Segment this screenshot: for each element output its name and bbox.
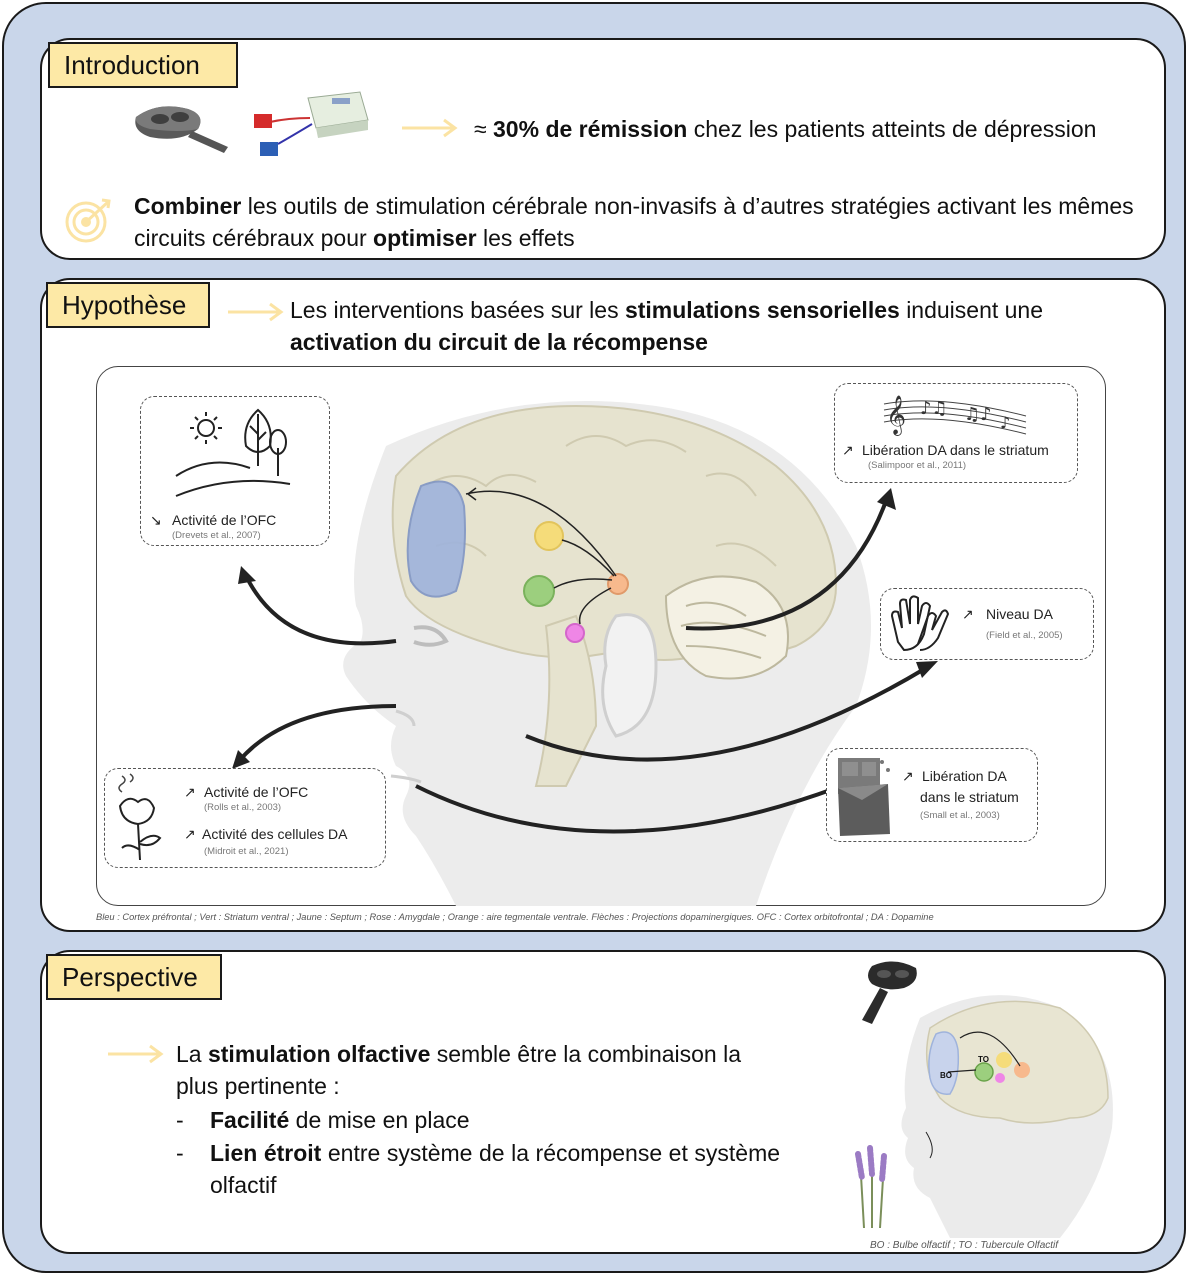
chocolate-icon bbox=[838, 758, 890, 836]
perspective-bullet-1: -Facilité de mise en place bbox=[176, 1107, 470, 1133]
to-label: TO bbox=[978, 1055, 989, 1064]
touch-arrow-up-icon: ↗ bbox=[962, 606, 974, 622]
perspective-text: La stimulation olfactive semble être la … bbox=[176, 1038, 780, 1102]
goal-text-2: les effets bbox=[482, 225, 575, 251]
remission-rest: chez les patients atteints de dépression bbox=[693, 116, 1097, 142]
hypothesis-tag-label: Hypothèse bbox=[62, 289, 187, 320]
music-arrow-up-icon: ↗ bbox=[842, 442, 854, 458]
taste-label-1: Libération DA bbox=[922, 768, 1007, 784]
perspective-intro-1: La bbox=[176, 1041, 202, 1067]
remission-text: ≈ 30% de rémission chez les patients att… bbox=[474, 113, 1096, 145]
arrow-icon bbox=[228, 302, 284, 322]
music-notes-icon: 𝄞 ♪♫ ♫♪ ♪ bbox=[883, 395, 1027, 436]
perspective-bullet-2: - Lien étroit entre système de la récomp… bbox=[176, 1140, 781, 1198]
taste-label-2: dans le striatum bbox=[920, 789, 1019, 805]
vision-ref: (Drevets et al., 2007) bbox=[172, 530, 261, 541]
introduction-tag-label: Introduction bbox=[64, 49, 200, 80]
target-icon bbox=[65, 198, 111, 243]
music-label: Libération DA dans le striatum bbox=[862, 442, 1049, 458]
svg-text:♪♫: ♪♫ bbox=[920, 398, 948, 419]
taste-ref: (Small et al., 2003) bbox=[920, 810, 1000, 821]
music-ref: (Salimpoor et al., 2011) bbox=[868, 460, 967, 471]
goal-text: Combiner les outils de stimulation céréb… bbox=[134, 190, 1154, 254]
goal-text-1: les outils de stimulation cérébrale non-… bbox=[134, 193, 1134, 251]
perspective-tag: Perspective bbox=[46, 954, 222, 1000]
perspective-tag-label: Perspective bbox=[62, 961, 198, 992]
touch-label: Niveau DA bbox=[986, 606, 1053, 622]
flower-icon bbox=[118, 773, 162, 861]
arrow-icon bbox=[108, 1044, 164, 1064]
perspective-bold-1: stimulation olfactive bbox=[207, 1041, 431, 1067]
bullet-2-bold: Lien étroit bbox=[210, 1140, 322, 1166]
smell-ref-1: (Rolls et al., 2003) bbox=[204, 802, 282, 813]
bullet-1-rest: de mise en place bbox=[295, 1107, 470, 1133]
hypothesis-text-2: induisent une bbox=[906, 297, 1044, 323]
perspective-caption: BO : Bulbe olfactif ; TO : Tubercule Olf… bbox=[870, 1240, 1059, 1251]
approx-symbol: ≈ bbox=[474, 116, 487, 142]
hypothesis-bold-2: activation du circuit de la récompense bbox=[290, 329, 708, 355]
touch-box bbox=[880, 588, 1094, 660]
arrow-icon bbox=[402, 118, 458, 138]
hypothesis-text: Les interventions basées sur les stimula… bbox=[290, 294, 1130, 358]
vision-arrow-down-icon: ↘ bbox=[150, 512, 162, 528]
smell-label-2: Activité des cellules DA bbox=[202, 826, 348, 842]
smell-ref-2: (Midroit et al., 2021) bbox=[204, 846, 289, 857]
remission-bold: 30% de rémission bbox=[493, 116, 688, 142]
landscape-icon bbox=[175, 408, 291, 497]
hypothesis-text-1: Les interventions basées sur les bbox=[290, 297, 619, 323]
touch-ref: (Field et al., 2005) bbox=[986, 630, 1063, 641]
bo-label: BO bbox=[940, 1071, 952, 1080]
taste-arrow-up-icon: ↗ bbox=[902, 768, 914, 784]
introduction-tag: Introduction bbox=[48, 42, 238, 88]
tdcs-device-icon bbox=[254, 91, 369, 156]
tms-coil-icon bbox=[135, 106, 228, 153]
goal-bold-optimize: optimiser bbox=[373, 225, 477, 251]
smell-arrow-up-icon-1: ↗ bbox=[184, 784, 196, 800]
smell-label-1: Activité de l’OFC bbox=[204, 784, 309, 800]
bullet-1-bold: Facilité bbox=[210, 1107, 290, 1133]
svg-text:♪: ♪ bbox=[1000, 413, 1010, 432]
svg-text:♫♪: ♫♪ bbox=[964, 404, 992, 425]
hypothesis-caption: Bleu : Cortex préfrontal ; Vert : Striat… bbox=[96, 912, 934, 922]
olfactory-brain-illustration: BO TO bbox=[855, 961, 1113, 1238]
svg-text:𝄞: 𝄞 bbox=[886, 395, 906, 436]
hypothesis-bold-1: stimulations sensorielles bbox=[624, 297, 900, 323]
hands-icon bbox=[890, 595, 950, 652]
hypothesis-tag: Hypothèse bbox=[46, 282, 210, 328]
brain-illustration bbox=[232, 401, 938, 906]
vision-label: Activité de l’OFC bbox=[172, 512, 277, 528]
smell-arrow-up-icon-2: ↗ bbox=[184, 826, 196, 842]
perspective-intro-2: semble être la combinaison la plus perti… bbox=[176, 1041, 742, 1099]
vision-box bbox=[140, 396, 330, 546]
goal-bold-combine: Combiner bbox=[134, 193, 242, 219]
bullet-2-rest: entre système de la récompense et systèm… bbox=[210, 1140, 781, 1198]
music-box bbox=[834, 383, 1078, 483]
